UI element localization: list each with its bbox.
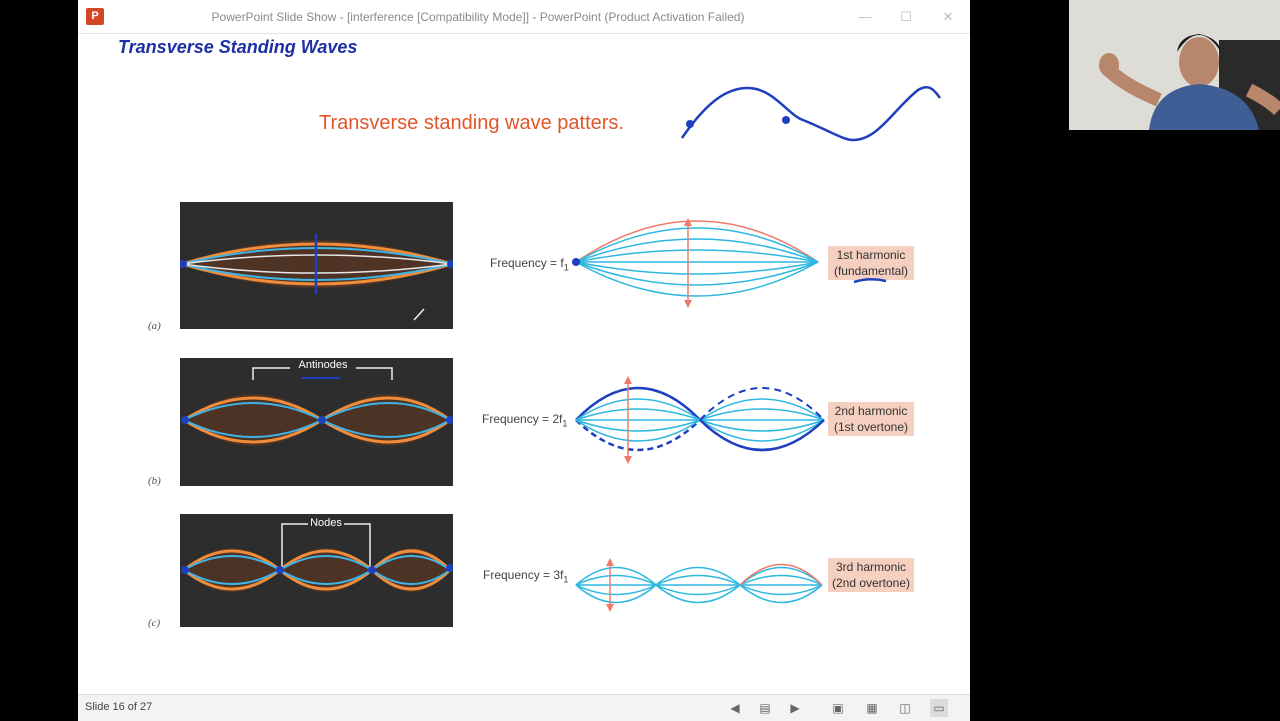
powerpoint-window: P PowerPoint Slide Show - [interference … [78, 0, 970, 721]
nodes-label: Nodes [308, 517, 344, 529]
ink-underline-annotation [853, 278, 887, 284]
slide-title: Transverse Standing Waves [118, 37, 358, 57]
slide-sorter-icon[interactable]: ▦ [866, 701, 878, 715]
slideshow-view-icon[interactable]: ▭ [930, 699, 948, 717]
previous-slide-icon[interactable]: ◀ [730, 701, 740, 715]
row-label-c: (c) [148, 617, 161, 629]
slide-subtitle: Transverse standing wave patters. [319, 112, 624, 134]
pen-pointer-icon [413, 308, 425, 321]
ink-dot [782, 116, 790, 124]
ink-dot [686, 120, 694, 128]
row-label-b: (b) [148, 475, 161, 487]
row-label-a: (a) [148, 320, 161, 332]
window-title: PowerPoint Slide Show - [interference [C… [211, 10, 745, 24]
diagram-harmonic-3 [575, 558, 823, 612]
photo-standing-wave-b: Antinodes [180, 358, 453, 486]
slide-canvas[interactable]: Transverse Standing Waves Transverse sta… [78, 34, 968, 694]
harmonic-box-3: 3rd harmonic(2nd overtone) [828, 558, 914, 592]
close-icon[interactable]: ✕ [942, 9, 954, 24]
photo-standing-wave-a [179, 202, 455, 329]
minimize-icon[interactable]: — [858, 9, 872, 24]
diagram-harmonic-2 [575, 376, 825, 464]
frequency-label-a: Frequency = f1 [490, 256, 569, 273]
slideshow-status-bar: Slide 16 of 27 ◀ ▤ ▶ ▣ ▦ ◫ ▭ [78, 694, 970, 721]
powerpoint-app-icon[interactable]: P [86, 8, 104, 25]
title-bar: P PowerPoint Slide Show - [interference … [78, 0, 970, 34]
frequency-label-c: Frequency = 3f1 [483, 568, 569, 585]
harmonic-box-2: 2nd harmonic(1st overtone) [828, 402, 914, 436]
photo-standing-wave-c: Nodes [180, 514, 453, 627]
reading-view-icon[interactable]: ◫ [899, 701, 911, 715]
webcam-video-overlay [1069, 0, 1280, 130]
harmonic-box-1: 1st harmonic(fundamental) [828, 246, 914, 280]
next-slide-icon[interactable]: ▶ [790, 701, 800, 715]
antinodes-label: Antinodes [290, 359, 356, 371]
normal-view-icon[interactable]: ▣ [832, 701, 844, 715]
maximize-icon[interactable]: ☐ [900, 9, 912, 24]
diagram-harmonic-1 [572, 218, 819, 308]
slide-counter: Slide 16 of 27 [85, 701, 153, 713]
slide-menu-icon[interactable]: ▤ [759, 701, 771, 715]
ink-sine-annotation [680, 86, 942, 142]
frequency-label-b: Frequency = 2f1 [482, 412, 568, 429]
